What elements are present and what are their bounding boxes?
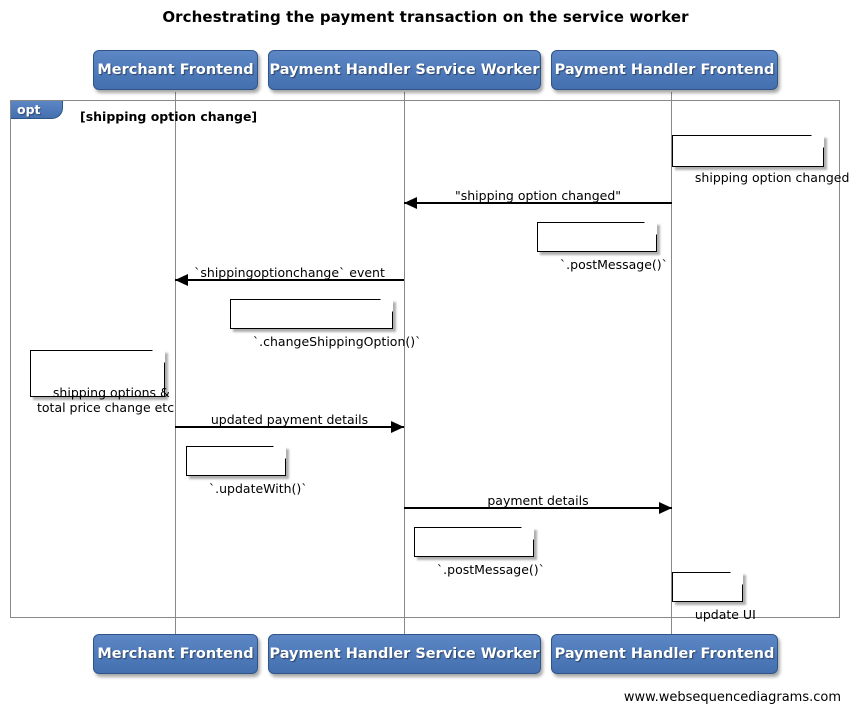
note-text: update UI [694, 607, 756, 622]
message-line-updated-payment-details [175, 426, 404, 428]
note-fold-icon [521, 527, 534, 540]
message-arrowhead-payment-details [659, 502, 672, 514]
actor-label: Payment Handler Frontend [554, 646, 775, 662]
actor-label: Payment Handler Service Worker [269, 62, 540, 78]
message-label-updated-payment-details: updated payment details [210, 412, 369, 427]
fragment-frame-opt [10, 100, 840, 618]
actor-box-payment-handler-frontend-bottom[interactable]: Payment Handler Frontend [551, 634, 778, 674]
message-label-shipping-option-changed: "shipping option changed" [454, 188, 621, 203]
message-line-shipping-option-changed [404, 202, 672, 204]
message-label-payment-details: payment details [487, 493, 589, 508]
note-fold-icon [273, 446, 286, 459]
fragment-tab-opt: opt [11, 101, 63, 119]
note-update-ui: update UI [672, 572, 756, 622]
actor-label: Merchant Frontend [97, 646, 254, 662]
actor-box-merchant-frontend-bottom[interactable]: Merchant Frontend [93, 634, 258, 674]
actor-box-merchant-frontend-top[interactable]: Merchant Frontend [93, 50, 258, 90]
note-shipping-option-changed: shipping option changed [672, 135, 849, 185]
note-text: `.postMessage()` [436, 562, 545, 577]
note-text: `.updateWith()` [208, 481, 308, 496]
lifeline-payment-handler-frontend [671, 92, 672, 635]
footer-watermark: www.websequencediagrams.com [623, 690, 841, 705]
message-arrowhead-shippingoptionchange-event [175, 274, 188, 286]
lifeline-payment-handler-service-worker [404, 92, 405, 635]
page-title: Orchestrating the payment transaction on… [162, 8, 689, 26]
actor-label: Payment Handler Service Worker [269, 646, 540, 662]
actor-box-payment-handler-frontend-top[interactable]: Payment Handler Frontend [551, 50, 778, 90]
message-line-shippingoptionchange-event [175, 279, 404, 281]
message-line-payment-details [404, 507, 672, 509]
note-shipping-options-total-price: shipping options & total price change et… [30, 350, 174, 415]
actor-label: Merchant Frontend [97, 62, 254, 78]
note-text: shipping option changed [694, 170, 850, 185]
message-label-shippingoptionchange-event: `shippingoptionchange` event [194, 265, 385, 280]
note-fold-icon [811, 135, 824, 148]
note-fold-icon [644, 222, 657, 235]
note-change-shipping-option: `.changeShippingOption()` [230, 299, 421, 349]
note-post-message-1: `.postMessage()` [537, 222, 668, 272]
actor-box-payment-handler-service-worker-bottom[interactable]: Payment Handler Service Worker [268, 634, 541, 674]
note-fold-icon [380, 299, 393, 312]
actor-box-payment-handler-service-worker-top[interactable]: Payment Handler Service Worker [268, 50, 541, 90]
lifeline-merchant-frontend [175, 92, 176, 635]
message-arrowhead-shipping-option-changed [404, 197, 417, 209]
actor-label: Payment Handler Frontend [554, 62, 775, 78]
note-text: shipping options & total price change et… [37, 385, 175, 415]
note-post-message-2: `.postMessage()` [414, 527, 545, 577]
fragment-guard-label: [shipping option change] [80, 109, 258, 124]
note-fold-icon [152, 350, 165, 363]
note-fold-icon [730, 572, 743, 585]
note-update-with: `.updateWith()` [186, 446, 308, 496]
note-text: `.changeShippingOption()` [252, 334, 422, 349]
note-text: `.postMessage()` [559, 257, 668, 272]
message-arrowhead-updated-payment-details [391, 421, 404, 433]
